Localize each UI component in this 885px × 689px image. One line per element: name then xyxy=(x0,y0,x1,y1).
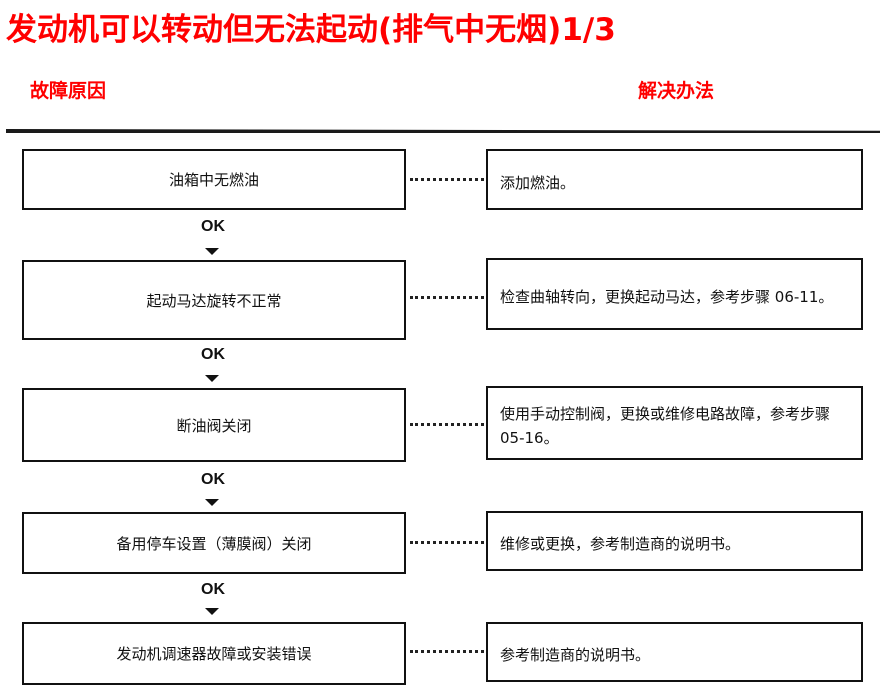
dotted-connector xyxy=(410,650,484,653)
cause-text: 发动机调速器故障或安装错误 xyxy=(116,645,312,663)
cause-text: 断油阀关闭 xyxy=(176,416,252,435)
cause-text: 油箱中无燃油 xyxy=(168,171,259,189)
page-title: 发动机可以转动但无法起动(排气中无烟)1/3 xyxy=(6,12,616,48)
solution-column-heading: 解决办法 xyxy=(638,80,715,102)
solution-box-fuel-valve: 使用手动控制阀，更换或维修电路故障，参考步骤 05-16。 xyxy=(486,386,863,460)
solution-text: 检查曲轴转向，更换起动马达，参考步骤 06-11。 xyxy=(500,288,834,306)
cause-text: 备用停车设置（薄膜阀）关闭 xyxy=(116,534,312,553)
header-rule xyxy=(6,129,880,133)
cause-box-starter: 起动马达旋转不正常 xyxy=(22,260,406,340)
solution-box-backup-stop: 维修或更换，参考制造商的说明书。 xyxy=(486,511,863,571)
solution-box-starter: 检查曲轴转向，更换起动马达，参考步骤 06-11。 xyxy=(486,258,863,330)
down-arrow-icon xyxy=(205,608,219,615)
solution-text: 添加燃油。 xyxy=(500,173,576,192)
solution-text: 维修或更换，参考制造商的说明书。 xyxy=(500,535,741,553)
dotted-connector xyxy=(410,178,484,181)
solution-box-governor: 参考制造商的说明书。 xyxy=(486,622,863,682)
ok-label: OK xyxy=(201,346,225,363)
ok-label: OK xyxy=(201,471,225,488)
cause-text: 起动马达旋转不正常 xyxy=(146,291,282,310)
dotted-connector xyxy=(410,541,484,544)
down-arrow-icon xyxy=(205,499,219,506)
cause-box-backup-stop: 备用停车设置（薄膜阀）关闭 xyxy=(22,512,406,574)
solution-box-fuel: 添加燃油。 xyxy=(486,149,863,210)
dotted-connector xyxy=(410,296,484,299)
solution-text: 参考制造商的说明书。 xyxy=(500,646,651,664)
cause-box-fuel: 油箱中无燃油 xyxy=(22,149,406,210)
down-arrow-icon xyxy=(205,375,219,382)
cause-column-heading: 故障原因 xyxy=(30,80,107,102)
ok-label: OK xyxy=(201,581,225,598)
down-arrow-icon xyxy=(205,248,219,255)
dotted-connector xyxy=(410,423,484,426)
cause-box-fuel-valve: 断油阀关闭 xyxy=(22,388,406,462)
cause-box-governor: 发动机调速器故障或安装错误 xyxy=(22,622,406,685)
solution-text: 使用手动控制阀，更换或维修电路故障，参考步骤 05-16。 xyxy=(500,405,831,447)
ok-label: OK xyxy=(201,218,225,235)
